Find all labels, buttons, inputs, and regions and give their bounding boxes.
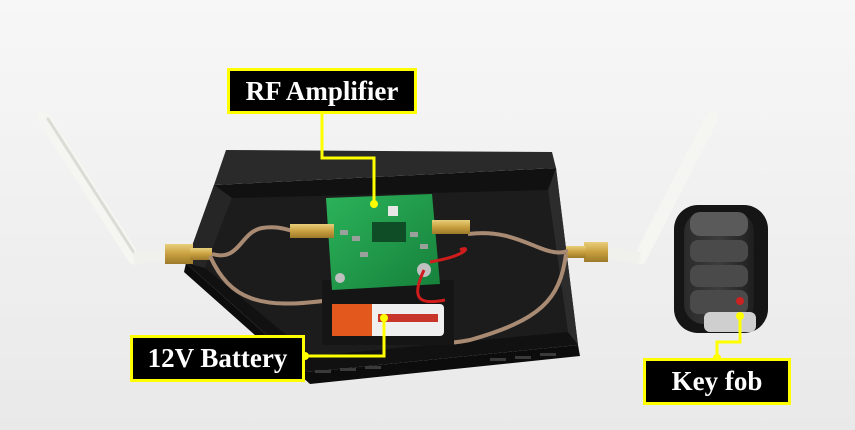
rf-amplifier-board [290, 194, 470, 304]
battery [322, 280, 454, 345]
key-fob [674, 205, 768, 333]
callout-leader-lines [305, 114, 742, 358]
right-antenna [566, 111, 719, 265]
battery-label: 12V Battery [130, 335, 305, 382]
left-antenna [37, 111, 212, 265]
key-fob-label: Key fob [643, 358, 791, 405]
rf-amplifier-label: RF Amplifier [227, 68, 417, 114]
